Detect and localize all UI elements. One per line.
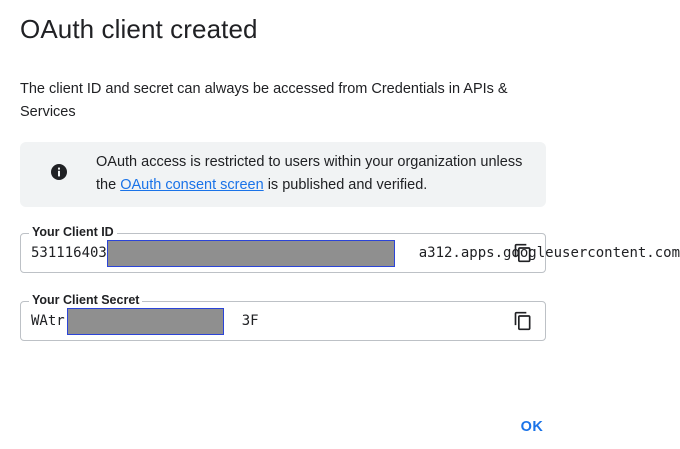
dialog-title: OAuth client created xyxy=(20,14,258,44)
dialog-description: The client ID and secret can always be a… xyxy=(20,81,508,120)
client-secret-label: Your Client Secret xyxy=(29,293,143,307)
banner-text: OAuth access is restricted to users with… xyxy=(96,151,526,197)
oauth-client-created-dialog: OAuth client created The client ID and s… xyxy=(20,14,680,441)
client-id-label: Your Client ID xyxy=(29,225,117,239)
banner-text-after: is published and verified. xyxy=(263,177,428,193)
copy-icon[interactable] xyxy=(513,311,533,331)
client-secret-field[interactable]: Your Client Secret WAtr 3F xyxy=(20,293,546,341)
client-id-field[interactable]: Your Client ID 531116403 a312.apps.googl… xyxy=(20,225,680,273)
redaction-box xyxy=(67,308,224,335)
banner-text-before: OAuth access is restricted to users with… xyxy=(96,154,523,193)
redaction-box xyxy=(107,240,395,267)
info-icon xyxy=(51,164,67,180)
info-banner: OAuth access is restricted to users with… xyxy=(20,142,546,207)
copy-icon[interactable] xyxy=(513,243,533,263)
ok-button[interactable]: OK xyxy=(514,413,550,441)
oauth-consent-screen-link[interactable]: OAuth consent screen xyxy=(120,177,264,193)
